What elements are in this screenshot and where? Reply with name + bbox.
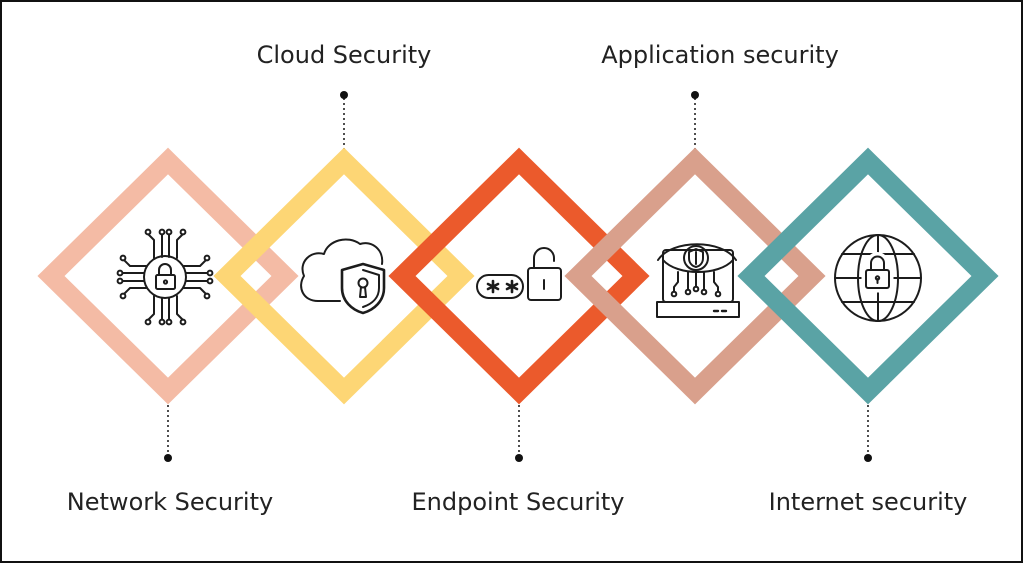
- laptop-eye-icon: [656, 243, 740, 318]
- globe-lock-icon: [834, 234, 922, 322]
- connector-dot-endpoint: [515, 454, 523, 462]
- label-network-security: Network Security: [66, 488, 274, 516]
- connector-dot-cloud: [340, 91, 348, 99]
- label-application-security: Application security: [601, 41, 839, 69]
- diamond-internet: [737, 147, 999, 405]
- diamond-application: [564, 147, 826, 405]
- connector-dot-application: [691, 91, 699, 99]
- network-lock-icon: [116, 228, 214, 326]
- diamond-network: [37, 147, 299, 405]
- label-cloud-security: Cloud Security: [256, 41, 432, 69]
- cloud-shield-icon: [300, 238, 386, 315]
- connector-dot-internet: [864, 454, 872, 462]
- connector-dot-network: [164, 454, 172, 462]
- diamond-endpoint: [388, 147, 650, 405]
- password-lock-icon: [476, 247, 562, 301]
- label-endpoint-security: Endpoint Security: [411, 488, 625, 516]
- label-internet-security: Internet security: [768, 488, 968, 516]
- diamond-cloud: [213, 147, 475, 405]
